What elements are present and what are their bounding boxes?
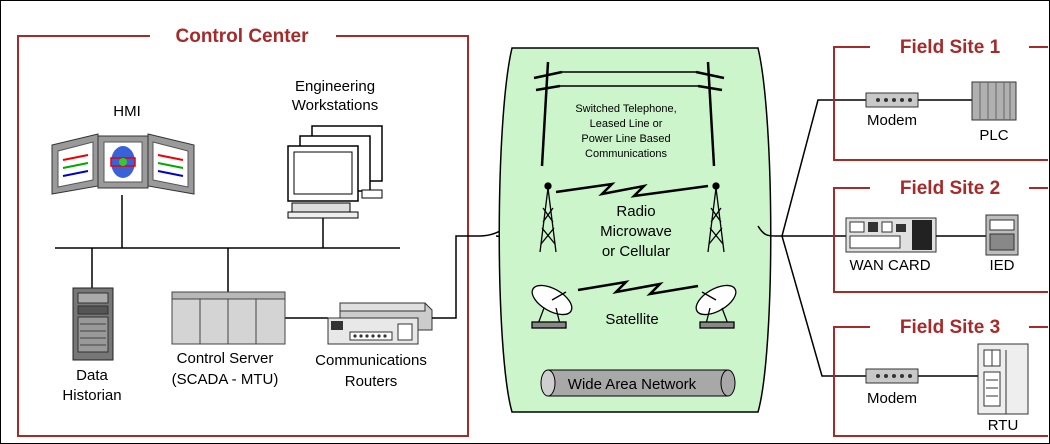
control-server-label-line1: Control Server <box>177 350 274 367</box>
lan-bus <box>55 195 400 319</box>
wan-field-links <box>757 99 866 377</box>
telephone-label-line3: Power Line Based <box>581 133 670 145</box>
field-site-2-device1-label: WAN CARD <box>849 257 930 274</box>
wan-card-icon <box>845 217 937 253</box>
ied-icon <box>985 214 1019 256</box>
radio-link-bolt <box>555 182 709 198</box>
field-site-1-device1-label: Modem <box>867 112 917 129</box>
routers-label-line1: Communications <box>315 352 427 369</box>
field-site-1-title: Field Site 1 <box>900 37 1001 58</box>
engineering-label-line2: Workstations <box>292 97 378 114</box>
radio-label-line1: Radio <box>616 203 655 220</box>
data-historian-server-icon <box>72 287 114 361</box>
control-server-label-line2: (SCADA - MTU) <box>172 371 279 388</box>
communications-routers-icon <box>327 302 433 345</box>
telephone-label-line4: Communications <box>585 148 667 160</box>
field-site-3-device1-label: Modem <box>867 390 917 407</box>
telephone-label-line2: Leased Line or <box>590 118 663 130</box>
radio-label-line2: Microwave <box>600 223 672 240</box>
radio-label-line3: or Cellular <box>602 243 670 260</box>
hmi-console-icon <box>51 133 195 195</box>
data-historian-label-line2: Historian <box>62 387 121 404</box>
plc-icon <box>971 81 1017 121</box>
telephone-pole-icon <box>533 61 725 167</box>
field-site-2-title: Field Site 2 <box>900 178 1000 199</box>
field-site-1-device2-label: PLC <box>979 127 1008 144</box>
wide-area-network-cloud <box>498 47 772 413</box>
modem-icon <box>865 368 919 384</box>
modem-icon <box>865 92 919 108</box>
control-center-panel: Control Center <box>17 26 469 437</box>
radio-tower-icon <box>539 182 725 253</box>
engineering-label-line1: Engineering <box>295 78 375 95</box>
satellite-link-bolt <box>577 280 699 296</box>
telephone-label-line1: Switched Telephone, <box>575 103 676 115</box>
satellite-dish-icon <box>531 284 737 329</box>
satellite-label: Satellite <box>605 311 658 328</box>
wan-cylinder-icon <box>540 369 736 397</box>
routers-label-line2: Routers <box>345 373 398 390</box>
field-site-1-panel: Field Site 1 <box>833 37 1048 161</box>
field-site-3-title: Field Site 3 <box>900 317 1000 338</box>
engineering-workstations-icon <box>287 125 383 219</box>
field-site-3-device2-label: RTU <box>988 417 1019 434</box>
rtu-cabinet-icon <box>977 343 1029 415</box>
hmi-label: HMI <box>113 103 141 120</box>
control-center-title: Control Center <box>176 26 310 47</box>
control-server-rack-icon <box>171 291 286 345</box>
field-site-2-device2-label: IED <box>989 257 1014 274</box>
field-site-2-panel: Field Site 2 <box>833 178 1048 293</box>
field-site-3-panel: Field Site 3 <box>833 317 1048 437</box>
wan-label: Wide Area Network <box>568 376 697 393</box>
data-historian-label-line1: Data <box>76 367 108 384</box>
